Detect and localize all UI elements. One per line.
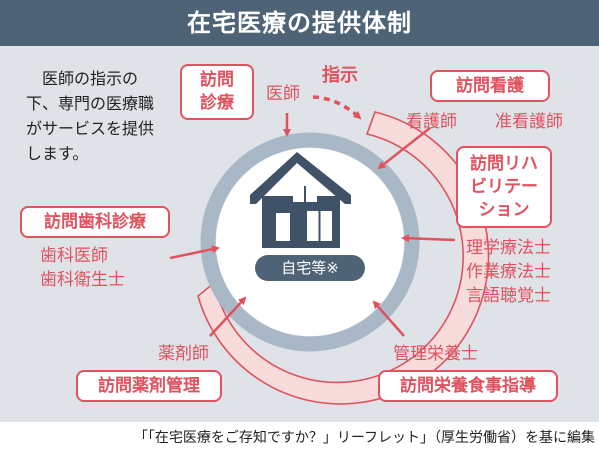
team-arc	[197, 111, 490, 405]
arrow-nursing	[377, 127, 431, 170]
home-ring	[200, 132, 420, 352]
staff-dental: 歯科医師 歯科衛生士	[40, 246, 125, 290]
page-title: 在宅医療の提供体制	[0, 0, 599, 46]
tag-visit-nursing: 訪問看護	[430, 70, 550, 102]
intro-text: 医師の指示の下、専門の医療職がサービスを提供します。	[26, 69, 155, 163]
staff-assistant-nurse: 准看護師	[495, 112, 563, 132]
tag-visit-rehab: 訪問リハ ビリテー ション	[456, 146, 552, 228]
tag-visit-pharmacy: 訪問薬剤管理	[76, 370, 222, 402]
arrow-nutrition	[372, 300, 405, 337]
doctor-label: 医師	[266, 84, 300, 104]
tag-visit-nutrition: 訪問栄養食事指導	[378, 370, 558, 402]
staff-nurse: 看護師	[406, 112, 457, 132]
instruction-arrow	[312, 95, 362, 120]
instruction-label: 指示	[322, 65, 358, 86]
arrow-dental	[169, 245, 220, 260]
arrow-rehab	[401, 234, 456, 243]
staff-dietitian: 管理栄養士	[393, 344, 478, 364]
staff-pharmacist: 薬剤師	[158, 344, 209, 364]
arrow-pharmacy	[209, 296, 247, 337]
home-label: 自宅等※	[255, 255, 365, 281]
source-footer: 「「在宅医療をご存知ですか？」リーフレット」（厚生労働省）を基に編集	[0, 423, 599, 454]
tag-visit-dental: 訪問歯科診療	[20, 206, 170, 238]
house-icon	[250, 152, 351, 248]
staff-rehab: 理学療法士 作業療法士 言語聴覚士	[466, 238, 551, 306]
tag-visit-medical: 訪問 診療	[180, 64, 254, 120]
